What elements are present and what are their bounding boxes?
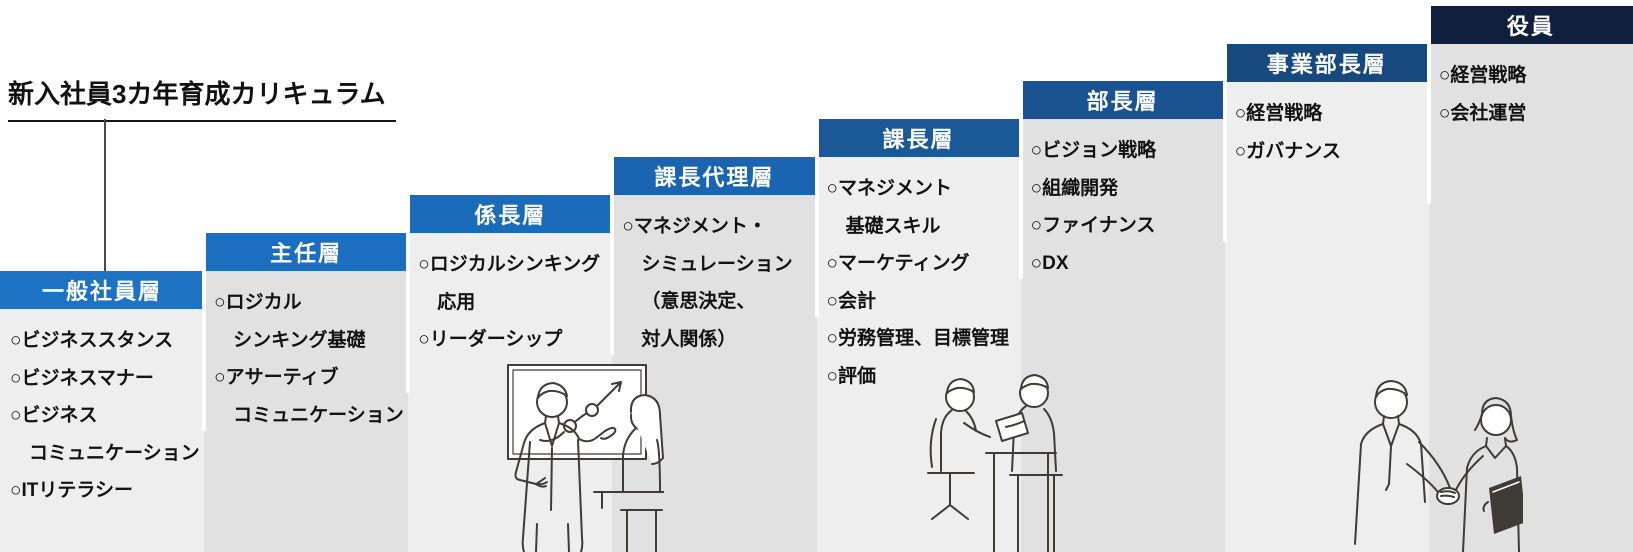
curriculum-item-line: ○経営戦略 <box>1438 65 1527 86</box>
document <box>995 412 1029 442</box>
curriculum-item-line: ○DX <box>1030 252 1069 274</box>
level-body: ○経営戦略 ○会社運営 <box>1428 44 1633 552</box>
column-divider <box>202 0 207 431</box>
growth-arrow-icon <box>597 381 622 406</box>
handshake-illustration <box>1283 352 1523 552</box>
level-header: 役員 <box>1428 6 1633 44</box>
curriculum-item-line: ○評価 <box>826 365 876 387</box>
presentation-illustration <box>478 360 664 552</box>
meeting-illustration <box>900 363 1090 552</box>
column-divider <box>610 0 615 355</box>
curriculum-item-line: コミュニケーション <box>233 404 404 426</box>
curriculum-item-line: ○リーダーシップ <box>418 329 563 350</box>
level-column-1: 一般社員層 ○ビジネススタンス ○ビジネスマナー ○ビジネスコミュニケーション ○ITリ… <box>0 0 205 552</box>
level-column-2: 主任層 ○ロジカルシンキング基礎 ○アサーティブコミュニケーション <box>204 0 409 552</box>
curriculum-item-line: ○マネジメント <box>826 178 952 199</box>
curriculum-item-line: ○ファイナンス <box>1030 215 1156 236</box>
curriculum-item-line: ○ビジョン戦略 <box>1030 140 1157 161</box>
level-header: 事業部長層 <box>1224 44 1429 82</box>
column-divider <box>814 0 819 317</box>
curriculum-item-line: ○ロジカルシンキング <box>418 254 601 275</box>
curriculum-item-line: ○マーケティング <box>826 253 970 274</box>
curriculum-item-line: ○組織開発 <box>1030 177 1119 199</box>
curriculum-item-line: ○会社運営 <box>1438 102 1527 124</box>
curriculum-item-line: ○ビジネススタンス <box>10 330 174 351</box>
curriculum-item-line: 基礎スキル <box>845 215 941 237</box>
curriculum-item-line: （意思決定、 <box>641 291 756 312</box>
curriculum-item-line: ○ビジネス <box>10 405 98 426</box>
curriculum-item-line: ○ITリテラシー <box>10 480 133 501</box>
curriculum-item-line: ○アサーティブ <box>214 367 339 388</box>
column-divider <box>1018 0 1023 279</box>
level-body: ○マネジメント基礎スキル ○マーケティング ○会計 ○労務管理、目標管理 ○評価 <box>816 157 1021 552</box>
level-header: 課長層 <box>816 119 1021 157</box>
curriculum-item-line: ○マネジメント・ <box>622 216 767 237</box>
curriculum-item-line: シミュレーション <box>641 253 793 275</box>
curriculum-item-line: コミュニケーション <box>29 442 200 464</box>
curriculum-item-line: シンキング基礎 <box>233 329 366 351</box>
curriculum-item-line: ○労務管理、目標管理 <box>826 328 1009 349</box>
curriculum-item-line: ○ビジネスマナー <box>10 367 154 389</box>
level-body: ○ビジネススタンス ○ビジネスマナー ○ビジネスコミュニケーション ○ITリテラシー <box>0 309 205 552</box>
level-body: ○経営戦略 ○ガバナンス <box>1224 82 1429 552</box>
level-column-8: 役員 ○経営戦略 ○会社運営 <box>1428 0 1633 552</box>
level-column-7: 事業部長層 ○経営戦略 ○ガバナンス <box>1224 0 1429 552</box>
level-header: 一般社員層 <box>0 271 205 309</box>
curriculum-item-line: ○会計 <box>826 290 876 312</box>
whiteboard <box>507 364 647 460</box>
curriculum-item-line: 対人関係） <box>641 328 737 350</box>
title-connector-line <box>104 119 106 271</box>
curriculum-item-line: ○経営戦略 <box>1234 103 1323 124</box>
level-header: 係長層 <box>408 195 613 233</box>
level-column-5: 課長層 ○マネジメント基礎スキル ○マーケティング ○会計 ○労務管理、目標管理 ○評価 <box>816 0 1021 552</box>
level-body: ○ロジカルシンキング基礎 ○アサーティブコミュニケーション <box>204 271 409 552</box>
curriculum-item-line: ○ガバナンス <box>1234 140 1341 162</box>
curriculum-item-line: 応用 <box>437 291 476 313</box>
level-header: 部長層 <box>1020 81 1225 119</box>
page-title: 新入社員3カ年育成カリキュラム <box>8 74 396 122</box>
level-header: 主任層 <box>204 233 409 271</box>
column-divider <box>1222 0 1227 242</box>
column-divider <box>406 0 411 393</box>
column-divider <box>1426 0 1431 204</box>
curriculum-item-line: ○ロジカル <box>214 292 302 313</box>
level-header: 課長代理層 <box>612 157 817 195</box>
